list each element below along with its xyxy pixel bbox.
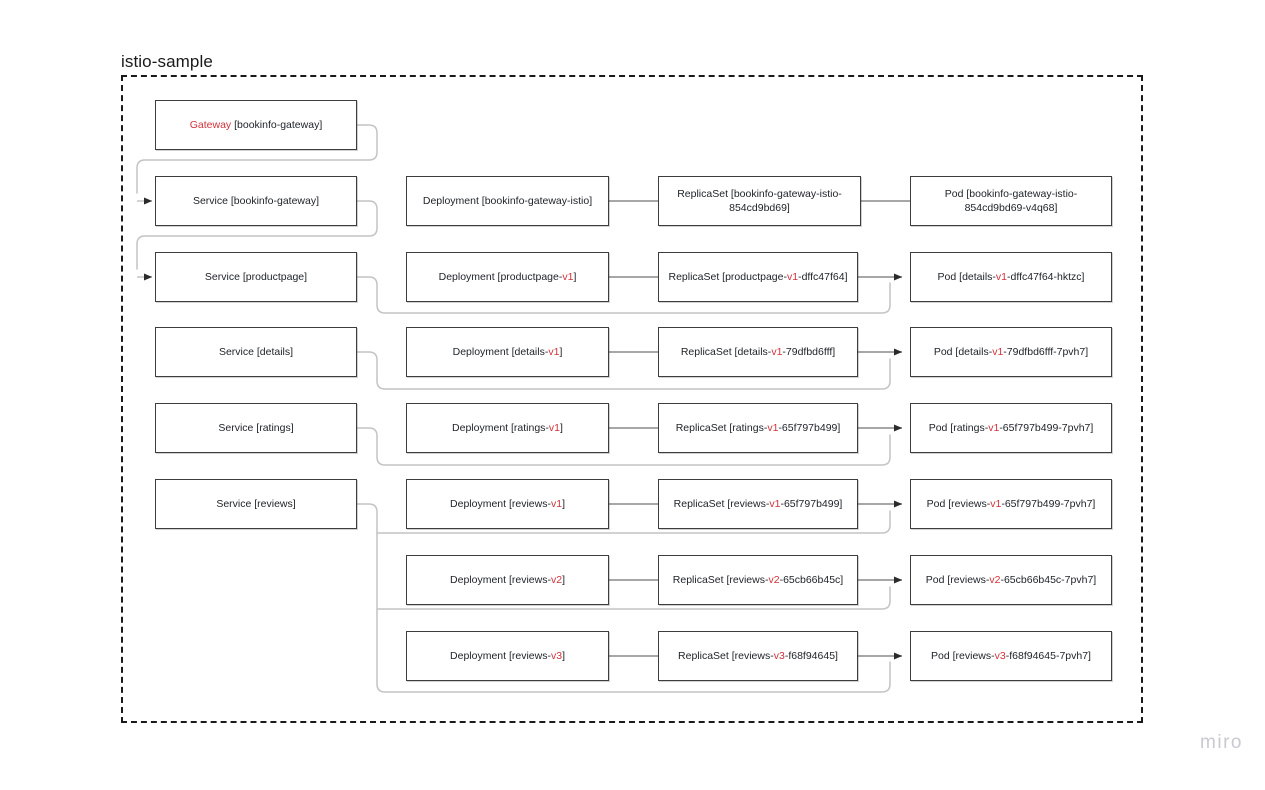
node-pod-ratings-v1[interactable]: Pod [ratings-v1-65f797b499-7pvh7] [910, 403, 1112, 453]
node-replicaset-bookinfo-gateway-istio[interactable]: ReplicaSet [bookinfo-gateway-istio-854cd… [658, 176, 861, 226]
node-pod-details-v1-label: Pod [details-v1-79dfbd6fff-7pvh7] [933, 345, 1089, 358]
node-deployment-productpage-v1[interactable]: Deployment [productpage-v1] [406, 252, 609, 302]
node-deployment-details-v1-label: Deployment [details-v1] [452, 345, 563, 358]
node-service-productpage[interactable]: Service [productpage] [155, 252, 357, 302]
node-gateway[interactable]: Gateway [bookinfo-gateway] [155, 100, 357, 150]
node-pod-details-v1-dffc47f64[interactable]: Pod [details-v1-dffc47f64-hktzc] [910, 252, 1112, 302]
node-pod-reviews-v1-label: Pod [reviews-v1-65f797b499-7pvh7] [926, 497, 1096, 510]
node-gateway-label: Gateway [bookinfo-gateway] [164, 118, 348, 132]
node-pod-details-v1[interactable]: Pod [details-v1-79dfbd6fff-7pvh7] [910, 327, 1112, 377]
node-service-reviews-label: Service [reviews] [216, 497, 296, 510]
node-replicaset-details-v1[interactable]: ReplicaSet [details-v1-79dfbd6fff] [658, 327, 858, 377]
node-pod-details-v1-dffc47f64-label: Pod [details-v1-dffc47f64-hktzc] [937, 270, 1085, 283]
node-service-productpage-label: Service [productpage] [204, 270, 308, 283]
node-replicaset-reviews-v3[interactable]: ReplicaSet [reviews-v3-f68f94645] [658, 631, 858, 681]
node-deployment-ratings-v1[interactable]: Deployment [ratings-v1] [406, 403, 609, 453]
node-replicaset-bookinfo-gateway-istio-label: ReplicaSet [bookinfo-gateway-istio-854cd… [677, 187, 842, 214]
namespace-boundary [121, 75, 1143, 723]
node-deployment-reviews-v2[interactable]: Deployment [reviews-v2] [406, 555, 609, 605]
node-service-bookinfo-gateway-label: Service [bookinfo-gateway] [192, 194, 320, 207]
node-service-ratings[interactable]: Service [ratings] [155, 403, 357, 453]
node-deployment-bookinfo-gateway-istio-label: Deployment [bookinfo-gateway-istio] [422, 194, 593, 207]
node-deployment-bookinfo-gateway-istio[interactable]: Deployment [bookinfo-gateway-istio] [406, 176, 609, 226]
node-replicaset-ratings-v1-label: ReplicaSet [ratings-v1-65f797b499] [675, 421, 841, 434]
node-deployment-reviews-v1-label: Deployment [reviews-v1] [450, 497, 565, 510]
node-pod-reviews-v2-label: Pod [reviews-v2-65cb66b45c-7pvh7] [925, 573, 1097, 586]
node-pod-reviews-v3-label: Pod [reviews-v3-f68f94645-7pvh7] [931, 649, 1091, 662]
node-replicaset-productpage-v1-label: ReplicaSet [productpage-v1-dffc47f64] [668, 270, 848, 283]
node-replicaset-details-v1-label: ReplicaSet [details-v1-79dfbd6fff] [680, 345, 836, 358]
node-replicaset-reviews-v1[interactable]: ReplicaSet [reviews-v1-65f797b499] [658, 479, 858, 529]
node-deployment-details-v1[interactable]: Deployment [details-v1] [406, 327, 609, 377]
node-deployment-ratings-v1-label: Deployment [ratings-v1] [452, 421, 563, 434]
namespace-title: istio-sample [121, 52, 213, 71]
node-deployment-productpage-v1-label: Deployment [productpage-v1] [438, 270, 577, 283]
node-deployment-reviews-v1[interactable]: Deployment [reviews-v1] [406, 479, 609, 529]
node-pod-reviews-v1[interactable]: Pod [reviews-v1-65f797b499-7pvh7] [910, 479, 1112, 529]
gateway-name-text: [bookinfo-gateway] [231, 118, 323, 131]
node-replicaset-reviews-v1-label: ReplicaSet [reviews-v1-65f797b499] [673, 497, 843, 510]
node-pod-reviews-v2[interactable]: Pod [reviews-v2-65cb66b45c-7pvh7] [910, 555, 1112, 605]
node-deployment-reviews-v3[interactable]: Deployment [reviews-v3] [406, 631, 609, 681]
node-pod-ratings-v1-label: Pod [ratings-v1-65f797b499-7pvh7] [928, 421, 1094, 434]
node-service-bookinfo-gateway[interactable]: Service [bookinfo-gateway] [155, 176, 357, 226]
gateway-kind-text: Gateway [189, 118, 232, 131]
node-pod-bookinfo-gateway-istio[interactable]: Pod [bookinfo-gateway-istio-854cd9bd69-v… [910, 176, 1112, 226]
node-replicaset-productpage-v1[interactable]: ReplicaSet [productpage-v1-dffc47f64] [658, 252, 858, 302]
node-deployment-reviews-v2-label: Deployment [reviews-v2] [450, 573, 565, 586]
node-replicaset-reviews-v2[interactable]: ReplicaSet [reviews-v2-65cb66b45c] [658, 555, 858, 605]
node-pod-bookinfo-gateway-istio-label: Pod [bookinfo-gateway-istio-854cd9bd69-v… [944, 187, 1078, 214]
node-service-ratings-label: Service [ratings] [218, 421, 294, 434]
node-replicaset-reviews-v2-label: ReplicaSet [reviews-v2-65cb66b45c] [672, 573, 844, 586]
node-replicaset-ratings-v1[interactable]: ReplicaSet [ratings-v1-65f797b499] [658, 403, 858, 453]
node-replicaset-reviews-v3-label: ReplicaSet [reviews-v3-f68f94645] [678, 649, 838, 662]
node-service-details[interactable]: Service [details] [155, 327, 357, 377]
miro-watermark: miro [1200, 732, 1243, 753]
node-service-details-label: Service [details] [218, 345, 294, 358]
node-pod-reviews-v3[interactable]: Pod [reviews-v3-f68f94645-7pvh7] [910, 631, 1112, 681]
node-service-reviews[interactable]: Service [reviews] [155, 479, 357, 529]
node-deployment-reviews-v3-label: Deployment [reviews-v3] [450, 649, 565, 662]
